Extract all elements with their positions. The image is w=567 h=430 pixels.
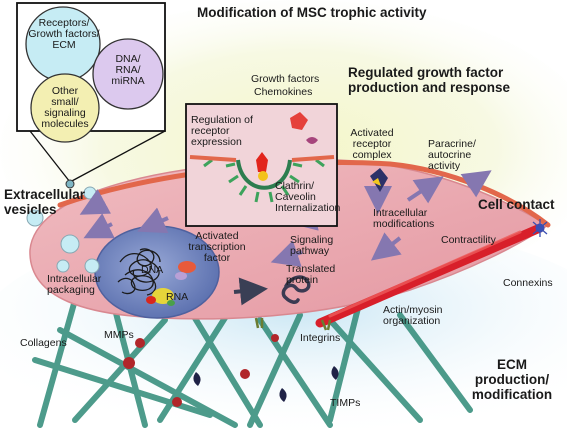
- inset-callout-left: [29, 130, 71, 183]
- tf-blob: [178, 261, 196, 273]
- circle-nucleic: [92, 38, 164, 110]
- translated-protein-icon: [281, 275, 311, 304]
- label-growth-factors: Growth factors: [251, 73, 320, 85]
- mmp-icons: [123, 334, 279, 407]
- receptor-ligand-purple: [306, 137, 318, 144]
- cell-membrane: [57, 160, 551, 228]
- label-integrins: Integrins: [300, 332, 341, 344]
- rna-blob: [152, 288, 174, 304]
- rna-blob-red: [146, 296, 156, 304]
- inset-anchor-vesicle: [65, 179, 75, 189]
- label-dna: DNA: [141, 264, 164, 276]
- internalized-ligand: [258, 171, 268, 181]
- receptor-membrane-segment: [189, 155, 335, 162]
- dna-tangle: [117, 248, 161, 296]
- clathrin-pit: [236, 159, 292, 190]
- actin-myosin-fiber: [315, 223, 545, 328]
- label-cell-contact: Cell contact: [478, 197, 555, 212]
- inset-callout-right: [69, 130, 166, 183]
- timp-icons: [193, 366, 339, 402]
- label-dna-rna-mirna: DNA/RNA/miRNA: [111, 53, 145, 88]
- integrin-icons: [254, 317, 332, 331]
- connexin-spikes: [532, 219, 548, 237]
- receptor-dimer-icon: [256, 152, 268, 172]
- activated-receptor-icon: [370, 168, 388, 192]
- label-chemokines: Chemokines: [254, 86, 313, 98]
- tf-blob-2: [175, 272, 187, 280]
- receptor-yellow: [372, 178, 381, 186]
- actin-myosin-fiber-2: [328, 230, 522, 318]
- label-timps: TIMPs: [330, 397, 361, 409]
- label-receptors-growth-ecm: Receptors/Growth factors/ECM: [28, 17, 100, 52]
- rna-blob-green: [167, 300, 175, 306]
- label-rna: RNA: [166, 291, 189, 303]
- translation-arrow: [233, 277, 268, 306]
- label-collagens: Collagens: [20, 337, 67, 349]
- diagram-title: Modification of MSC trophic activity: [197, 5, 427, 20]
- clathrin-spikes: [203, 158, 325, 203]
- label-contractility: Contractility: [441, 234, 496, 246]
- label-mmps: MMPs: [104, 329, 134, 341]
- label-connexins: Connexins: [503, 277, 553, 289]
- receptor-ligand-red: [290, 112, 308, 130]
- circle-other: [30, 73, 100, 143]
- intracellular-vesicles: [26, 186, 100, 274]
